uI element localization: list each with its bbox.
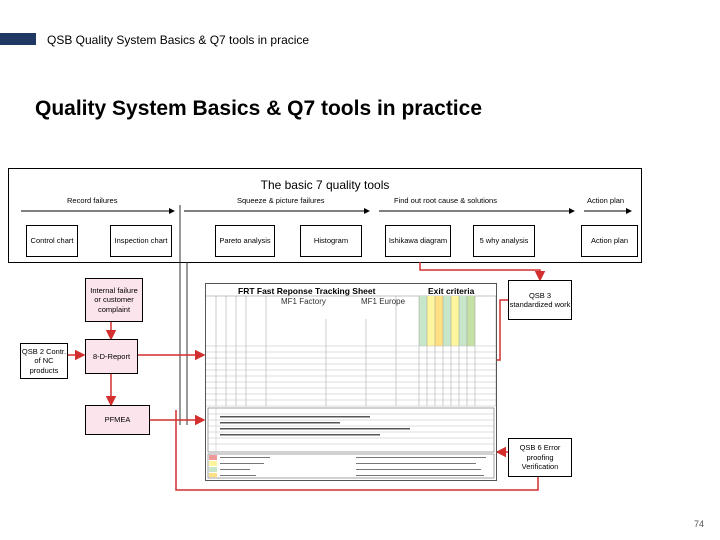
stage-arrows — [21, 208, 632, 214]
tool-action-plan: Action plan — [581, 225, 638, 257]
exit-criteria-title: Exit criteria — [428, 286, 475, 296]
frt-tracking-sheet: FRT Fast Reponse Tracking Sheet Exit cri… — [205, 283, 497, 481]
tool-ishikawa-diagram: Ishikawa diagram — [385, 225, 451, 257]
pfmea-box: PFMEA — [85, 405, 150, 435]
sheet-grid-illustration — [206, 284, 496, 480]
stage-squeeze-picture: Squeeze & picture failures — [237, 196, 325, 205]
quality-tools-panel: The basic 7 quality tools Record failure… — [8, 168, 642, 263]
tool-control-chart: Control chart — [26, 225, 78, 257]
stage-find-root-cause: Find out root cause & solutions — [394, 196, 497, 205]
tool-histogram: Histogram — [300, 225, 362, 257]
tool-pareto-analysis: Pareto analysis — [215, 225, 275, 257]
sheet-title: FRT Fast Reponse Tracking Sheet — [238, 286, 376, 296]
header-text: QSB Quality System Basics & Q7 tools in … — [47, 33, 310, 47]
internal-failure-box: Internal failure or customer complaint — [85, 278, 143, 322]
8d-report-box: 8-D-Report — [85, 339, 138, 374]
slide-title: Quality System Basics & Q7 tools in prac… — [35, 97, 482, 120]
sheet-subtitle-right: MF1 Europe — [361, 297, 406, 306]
header-accent-bar — [0, 33, 36, 45]
qsb3-box: QSB 3 standardized work — [508, 280, 572, 320]
stage-record-failures: Record failures — [67, 196, 118, 205]
page-number: 74 — [693, 519, 704, 529]
stage-action-plan: Action plan — [587, 196, 625, 205]
tool-5-why-analysis: 5 why analysis — [473, 225, 535, 257]
tool-inspection-chart: Inspection chart — [110, 225, 172, 257]
sheet-subtitle-left: MF1 Factory — [281, 297, 326, 306]
panel-title: The basic 7 quality tools — [260, 178, 390, 192]
qsb6-box: QSB 6 Error proofing Verification — [508, 438, 572, 477]
qsb2-box: QSB 2 Contr. of NC products — [20, 343, 68, 379]
